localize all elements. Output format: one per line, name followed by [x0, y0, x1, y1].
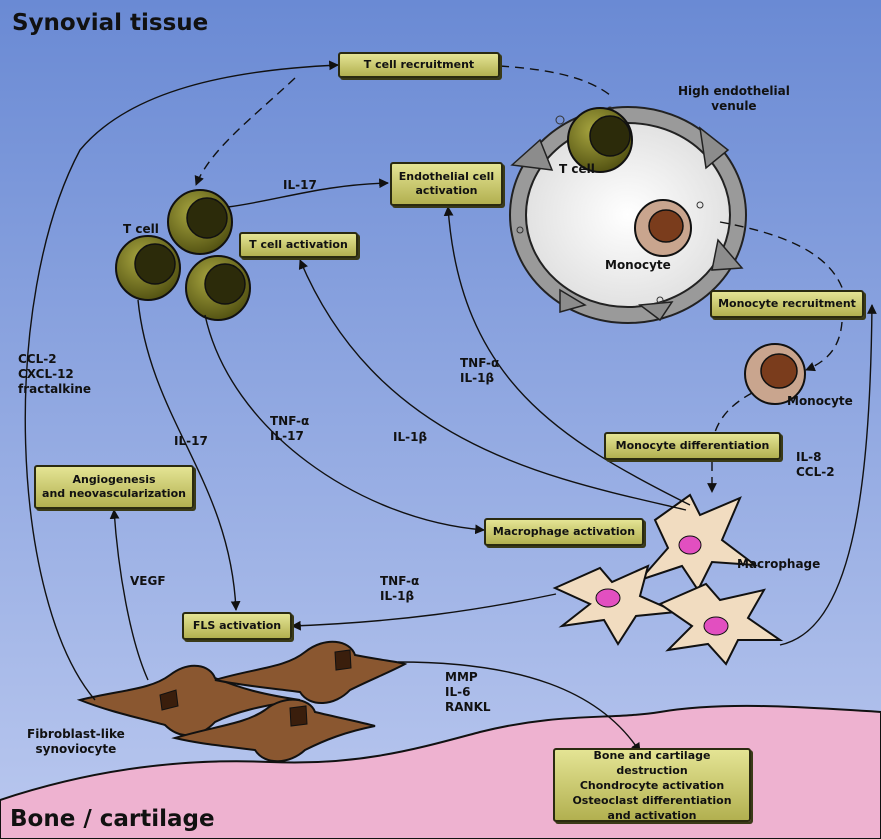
bone-destruction-line-2: Chondrocyte activation [580, 778, 724, 793]
vegf-label: VEGF [130, 574, 166, 589]
il1b-mid-label: IL-1β [393, 430, 427, 445]
venule-label-line-1: High endothelial [678, 84, 790, 99]
chemokine-label: CCL-2 CXCL-12 fractalkine [18, 352, 91, 397]
endothelial-activation-box: Endothelial cell activation [390, 162, 503, 206]
monocyte-in-venule [635, 200, 691, 256]
bone-destruction-line-4: and activation [608, 808, 697, 823]
angiogenesis-line-2: and neovascularization [42, 487, 186, 501]
bone-destruction-line-3: Osteoclast differentiation [572, 793, 731, 808]
t-cell-activation-box: T cell activation [239, 232, 358, 258]
il6-line: IL-6 [445, 685, 491, 700]
angiogenesis-box: Angiogenesis and neovascularization [34, 465, 194, 509]
mmp-line: MMP [445, 670, 491, 685]
tnf-il1b-upper-line-2: IL-1β [460, 371, 499, 386]
il17-top-label: IL-17 [283, 178, 317, 193]
t-cell-cluster-label: T cell [123, 222, 159, 237]
t-cell-recruitment-box: T cell recruitment [338, 52, 500, 78]
angiogenesis-line-1: Angiogenesis [72, 473, 155, 487]
bone-cartilage-heading: Bone / cartilage [10, 806, 215, 832]
ccl2-text: CCL-2 [18, 352, 91, 367]
t-cell-venule-label: T cell [559, 162, 595, 177]
tnf-il1b-lower-line-2: IL-1β [380, 589, 419, 604]
venule-label: High endothelial venule [678, 84, 790, 114]
fractalkine-text: fractalkine [18, 382, 91, 397]
bone-destruction-box: Bone and cartilage destruction Chondrocy… [553, 748, 751, 822]
synovial-tissue-heading: Synovial tissue [12, 10, 208, 36]
tnf-il17-label: TNF-α IL-17 [270, 414, 309, 444]
ccl2-line: CCL-2 [796, 465, 835, 480]
rankl-line: RANKL [445, 700, 491, 715]
monocyte-recruitment-box: Monocyte recruitment [710, 290, 864, 318]
tnf-il17-line-2: IL-17 [270, 429, 309, 444]
macrophage-activation-box: Macrophage activation [484, 518, 644, 546]
macrophage-label: Macrophage [737, 557, 820, 572]
monocyte-label: Monocyte [787, 394, 853, 409]
monocyte-differentiation-box: Monocyte differentiation [604, 432, 781, 460]
il8-line: IL-8 [796, 450, 835, 465]
fibroblast-label-line-1: Fibroblast-like [27, 727, 125, 742]
tnf-il1b-lower-line-1: TNF-α [380, 574, 419, 589]
tnf-il1b-upper-label: TNF-α IL-1β [460, 356, 499, 386]
tnf-il1b-upper-line-1: TNF-α [460, 356, 499, 371]
il17-left-label: IL-17 [174, 434, 208, 449]
bone-destruction-line-1: Bone and cartilage destruction [560, 748, 744, 778]
fibroblast-label: Fibroblast-like synoviocyte [27, 727, 125, 757]
monocyte-venule-label: Monocyte [605, 258, 671, 273]
il8-ccl2-label: IL-8 CCL-2 [796, 450, 835, 480]
endothelial-activation-line-2: activation [416, 184, 478, 198]
cxcl12-text: CXCL-12 [18, 367, 91, 382]
venule-label-line-2: venule [678, 99, 790, 114]
tnf-il17-line-1: TNF-α [270, 414, 309, 429]
mmp-label: MMP IL-6 RANKL [445, 670, 491, 715]
endothelial-activation-line-1: Endothelial cell [399, 170, 494, 184]
fls-activation-box: FLS activation [182, 612, 292, 640]
tnf-il1b-lower-label: TNF-α IL-1β [380, 574, 419, 604]
fibroblast-label-line-2: synoviocyte [27, 742, 125, 757]
